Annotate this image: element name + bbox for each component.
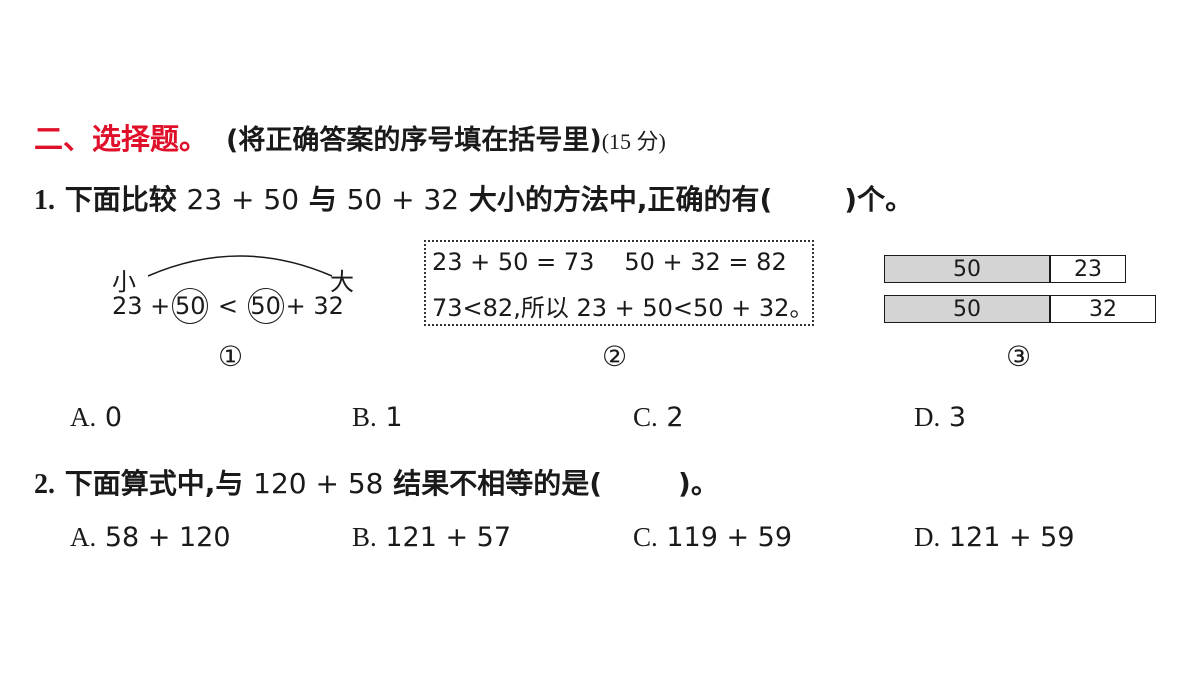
figure-1-less-than: < — [217, 292, 239, 320]
q1-option-a-letter: A. — [70, 402, 97, 432]
figure-1-large-label: 大 — [330, 268, 354, 296]
q2-option-b-value: 121 + 57 — [385, 522, 512, 553]
question-2: 2. 下面算式中,与 120 + 58 结果不相等的是( )。 — [34, 462, 719, 502]
question-1-text-mid: 与 — [308, 183, 337, 216]
figure-1-arc — [147, 255, 333, 277]
section-heading: 二、选择题。 — [34, 122, 209, 156]
figure-1-circled-b: 50 — [247, 288, 284, 324]
question-1-text-end: )个。 — [844, 183, 914, 216]
question-1-text-before: 下面比较 — [64, 183, 177, 216]
figure-2-box — [424, 240, 814, 326]
question-1-expr1: 23 + 50 — [186, 183, 300, 216]
figure-2-line-2: 73<82,所以 23 + 50<50 + 32。 — [432, 294, 814, 322]
question-2-expr: 120 + 58 — [253, 467, 384, 500]
q1-option-a-value: 0 — [104, 402, 123, 433]
q1-option-d-letter: D. — [914, 402, 941, 432]
section-instruction: (将正确答案的序号填在括号里) — [226, 125, 602, 156]
q1-option-c[interactable]: C. 2 — [633, 402, 684, 433]
section-points: (15 分) — [601, 129, 666, 154]
q2-option-d-value: 121 + 59 — [948, 522, 1075, 553]
figure-1-term2: + 32 — [285, 292, 344, 320]
q1-option-d-value: 3 — [948, 402, 967, 433]
figure-2-marker: ② — [602, 340, 628, 373]
q2-option-b-letter: B. — [352, 522, 377, 552]
figure-3-bar-2-white: 32 — [1050, 295, 1156, 323]
question-1: 1. 下面比较 23 + 50 与 50 + 32 大小的方法中,正确的有( )个… — [34, 178, 913, 218]
figure-2-eq1: 23 + 50 = 73 — [432, 248, 595, 276]
question-1-number: 1. — [34, 185, 55, 216]
q1-option-a[interactable]: A. 0 — [70, 402, 122, 433]
section-title: 二、选择题。 (将正确答案的序号填在括号里)(15 分) — [34, 116, 666, 158]
q1-option-c-value: 2 — [666, 402, 684, 433]
figure-3-bar-1-white: 23 — [1050, 255, 1126, 283]
question-2-text-end: )。 — [678, 467, 719, 500]
q2-option-c[interactable]: C. 119 + 59 — [633, 522, 792, 553]
question-2-number: 2. — [34, 469, 55, 500]
q1-option-c-letter: C. — [633, 402, 658, 432]
q2-option-a-letter: A. — [70, 522, 97, 552]
figure-2-line-1: 23 + 50 = 73 50 + 32 = 82 — [432, 248, 787, 276]
q2-option-a[interactable]: A. 58 + 120 — [70, 522, 231, 553]
figure-1-small-label: 小 — [112, 268, 136, 296]
q2-option-c-letter: C. — [633, 522, 658, 552]
figure-1-circled-a: 50 — [172, 288, 209, 324]
figure-1-term1: 23 + — [112, 292, 171, 320]
figure-1-marker: ① — [218, 340, 244, 373]
q1-option-d[interactable]: D. 3 — [914, 402, 966, 433]
figure-1-expression: 23 +50 < 50+ 32 — [112, 288, 344, 324]
question-2-text-after: 结果不相等的是( — [393, 467, 603, 500]
q1-option-b[interactable]: B. 1 — [352, 402, 403, 433]
q2-option-a-value: 58 + 120 — [104, 522, 231, 553]
question-2-text-before: 下面算式中,与 — [64, 467, 244, 500]
figure-3-bar-1-gray: 50 — [884, 255, 1050, 283]
q1-option-b-value: 1 — [385, 402, 403, 433]
figure-3-marker: ③ — [1006, 340, 1032, 373]
q2-option-d-letter: D. — [914, 522, 941, 552]
question-1-text-after: 大小的方法中,正确的有( — [468, 183, 773, 216]
q2-option-c-value: 119 + 59 — [666, 522, 793, 553]
q1-option-b-letter: B. — [352, 402, 377, 432]
figure-3-bar-2-gray: 50 — [884, 295, 1050, 323]
question-1-expr2: 50 + 32 — [346, 183, 460, 216]
q2-option-d[interactable]: D. 121 + 59 — [914, 522, 1075, 553]
q2-option-b[interactable]: B. 121 + 57 — [352, 522, 511, 553]
figure-2-eq2: 50 + 32 = 82 — [624, 248, 787, 276]
